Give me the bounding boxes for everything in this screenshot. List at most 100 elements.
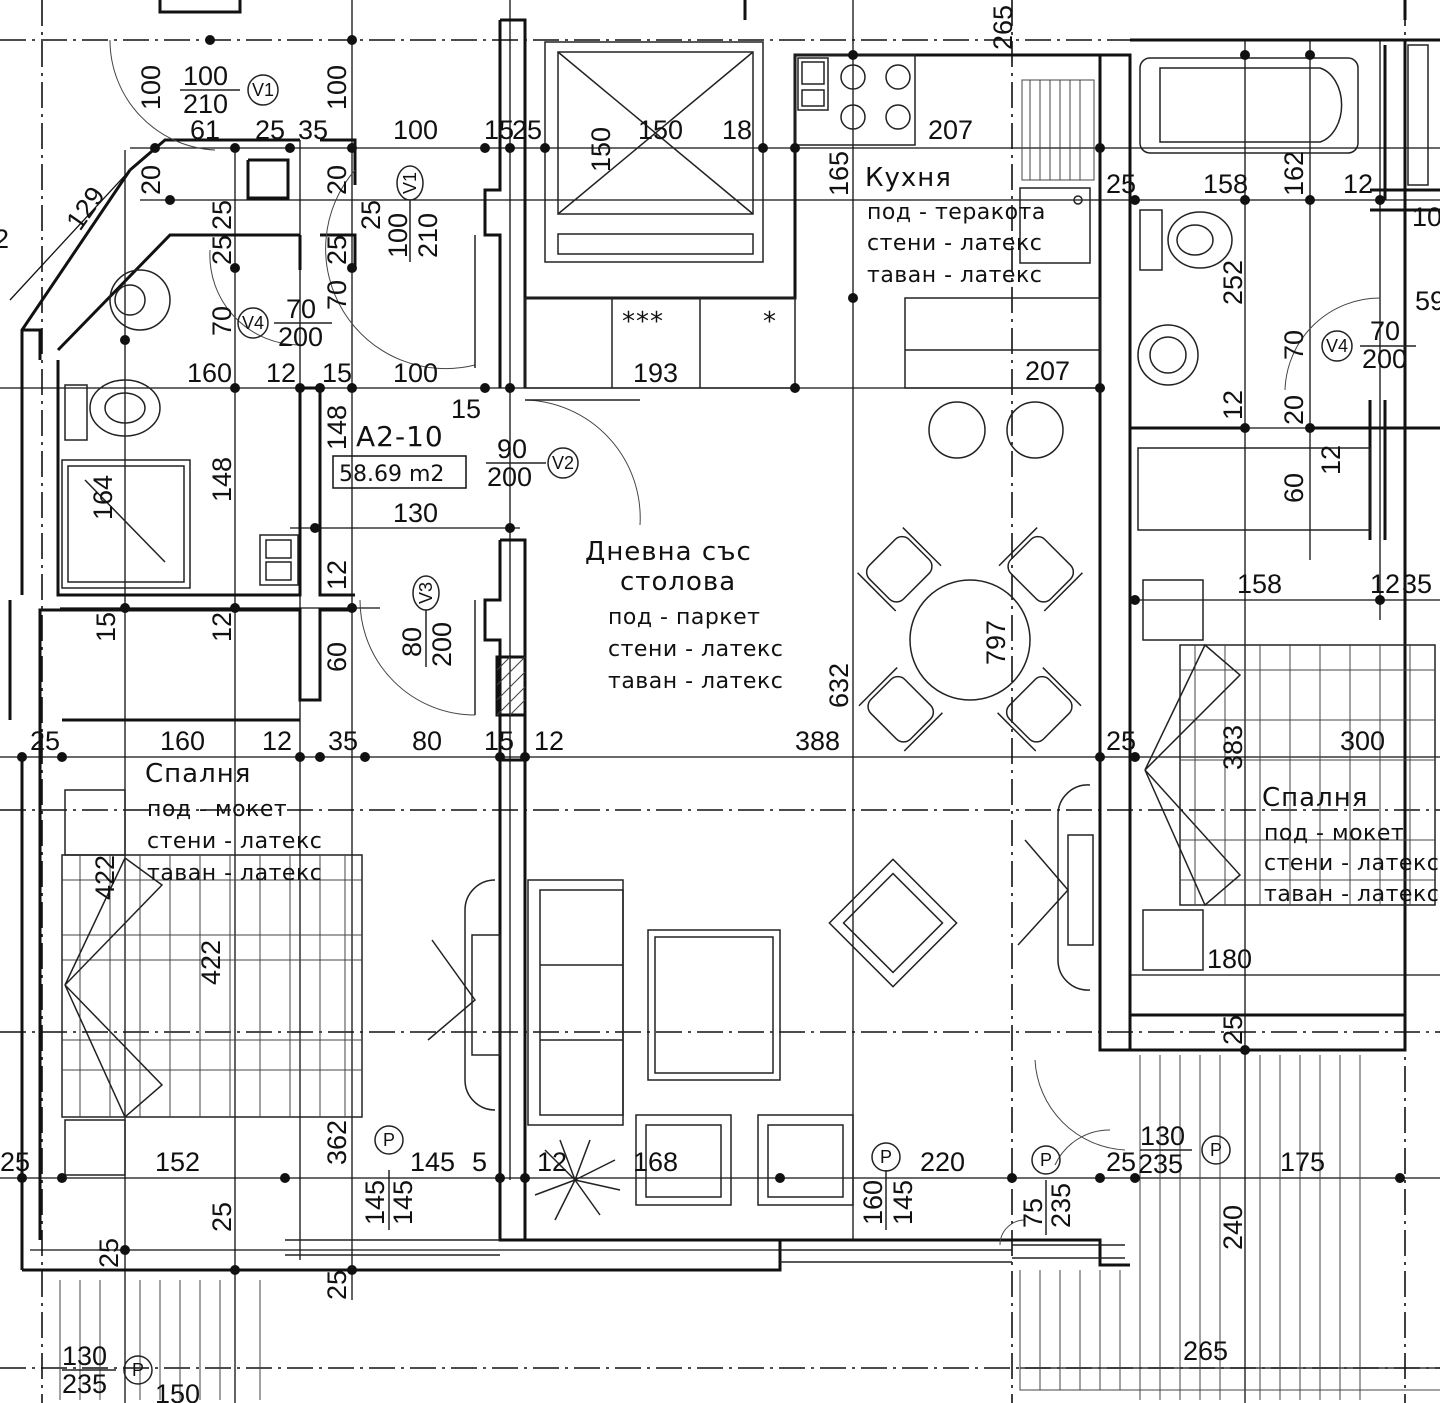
dim-label: 300 xyxy=(1340,726,1385,756)
dim-label: 15 xyxy=(451,394,481,424)
dim-label: 145 xyxy=(410,1147,455,1177)
dim-label: 12 xyxy=(1343,169,1373,199)
balcony-lines xyxy=(59,1055,1440,1400)
bedroom-left-title: Спалня xyxy=(145,759,251,789)
living-sofa xyxy=(527,858,958,1206)
dimension-labels: 61 25 35 100 15 25 150 18 207 160 12 15 … xyxy=(0,115,1440,1403)
door-v1-mid-mark: V1 xyxy=(400,172,420,194)
dim-label: 265 xyxy=(988,5,1018,50)
door-v4-right-mark: V4 xyxy=(1326,336,1348,356)
apartment-area: 58.69 m2 xyxy=(339,462,444,487)
counter-mark-right: * xyxy=(763,307,777,337)
living-title-2: столова xyxy=(620,567,736,597)
window-bottom-left-mark: P xyxy=(132,1360,144,1380)
dim-label: 25 xyxy=(322,1270,352,1300)
window-far-right-height: 235 xyxy=(1138,1149,1183,1179)
door-v3-mark: V3 xyxy=(416,582,436,604)
window-center-width: 160 xyxy=(858,1180,888,1225)
window-right-height: 235 xyxy=(1046,1183,1076,1228)
dim-label: 35 xyxy=(298,115,328,145)
dim-label: 252 xyxy=(1218,260,1248,305)
plant xyxy=(534,1139,621,1221)
dim-label: 175 xyxy=(1280,1147,1325,1177)
dim-label: 150 xyxy=(586,127,616,172)
dim-label: 100 xyxy=(136,65,166,110)
dim-label: 60 xyxy=(1279,473,1309,503)
door-v2-mark: V2 xyxy=(552,453,574,473)
dim-label: 207 xyxy=(928,115,973,145)
dim-label: 388 xyxy=(795,726,840,756)
window-bottom-left-width: 130 xyxy=(62,1341,107,1371)
dim-label: 25 xyxy=(1106,1147,1136,1177)
door-v1-top-width: 100 xyxy=(183,61,228,91)
dim-label: 20 xyxy=(322,165,352,195)
dim-label: 25 xyxy=(207,200,237,230)
dim-label: 220 xyxy=(920,1147,965,1177)
door-v1-mid-width: 100 xyxy=(383,213,413,258)
dim-label: 59 xyxy=(1415,286,1440,316)
door-v1-mid-height: 210 xyxy=(413,213,443,258)
area-box xyxy=(332,455,467,489)
dim-label: 25 xyxy=(30,726,60,756)
kitchen-ceiling: таван - латекс xyxy=(867,263,1042,288)
dim-label: 362 xyxy=(322,1120,352,1165)
dimension-dots xyxy=(17,35,1405,1275)
dim-label: 35 xyxy=(1402,569,1432,599)
kitchen-counters xyxy=(524,297,1101,459)
door-v4-left-height: 200 xyxy=(278,322,323,352)
dim-label: 422 xyxy=(196,940,226,985)
bedroom-left-floor: под - мокет xyxy=(147,797,287,822)
window-right-mark: P xyxy=(1040,1150,1052,1170)
bedroom-right-floor: под - мокет xyxy=(1264,821,1404,846)
kitchen-walls: стени - латекс xyxy=(867,231,1042,256)
dim-label: 12 xyxy=(1316,445,1346,475)
living-floor: под - паркет xyxy=(608,605,760,630)
window-center-height: 145 xyxy=(888,1180,918,1225)
room-labels: A2-10 58.69 m2 Кухня под - теракота стен… xyxy=(145,163,1439,907)
dim-label: 20 xyxy=(136,165,166,195)
dim-label: 25 xyxy=(1106,726,1136,756)
dim-label: 20 xyxy=(1279,395,1309,425)
dim-label: 130 xyxy=(393,498,438,528)
counter-mark-left: *** xyxy=(622,307,664,337)
dim-label: 148 xyxy=(322,405,352,450)
bedroom-left-walls: стени - латекс xyxy=(147,829,322,854)
dim-label: 207 xyxy=(1025,356,1070,386)
door-v4-right-height: 200 xyxy=(1362,344,1407,374)
dim-label: 5 xyxy=(472,1147,487,1177)
tv-units xyxy=(427,784,1094,1111)
dining-table xyxy=(857,527,1083,752)
dim-label: 632 xyxy=(824,663,854,708)
dim-label: 25 xyxy=(207,1202,237,1232)
dim-label: 193 xyxy=(633,358,678,388)
dim-label: 158 xyxy=(1203,169,1248,199)
window-center-mark: P xyxy=(880,1147,892,1167)
dim-label: 168 xyxy=(633,1147,678,1177)
dim-label: 70 xyxy=(207,306,237,336)
door-v2-height: 200 xyxy=(487,462,532,492)
bedroom-right-walls: стени - латекс xyxy=(1264,851,1439,876)
dim-label: 265 xyxy=(1183,1336,1228,1366)
dim-label: 12 xyxy=(1218,390,1248,420)
door-v4-left-mark: V4 xyxy=(242,313,264,333)
window-right-width: 75 xyxy=(1018,1198,1048,1228)
bedroom-left-ceiling: таван - латекс xyxy=(147,861,322,886)
dim-label: 61 xyxy=(190,115,220,145)
dim-label: 12 xyxy=(1370,569,1400,599)
door-v4-right-width: 70 xyxy=(1370,316,1400,346)
dim-label: 25 xyxy=(207,235,237,265)
dim-label: 25 xyxy=(0,1147,30,1177)
dim-label: 10 xyxy=(1412,202,1440,232)
dim-label: 25 xyxy=(255,115,285,145)
dim-label: 25 xyxy=(356,200,386,230)
dim-label: 15 xyxy=(91,612,121,642)
door-v1-top-height: 210 xyxy=(183,89,228,119)
dim-label: 180 xyxy=(1207,944,1252,974)
dim-label: 100 xyxy=(393,358,438,388)
window-far-right-width: 130 xyxy=(1140,1121,1185,1151)
dim-label: 240 xyxy=(1218,1205,1248,1250)
dim-label: 70 xyxy=(322,280,352,310)
dim-label: 80 xyxy=(412,726,442,756)
dim-label: 2 xyxy=(0,224,9,254)
dim-label: 15 xyxy=(484,726,514,756)
